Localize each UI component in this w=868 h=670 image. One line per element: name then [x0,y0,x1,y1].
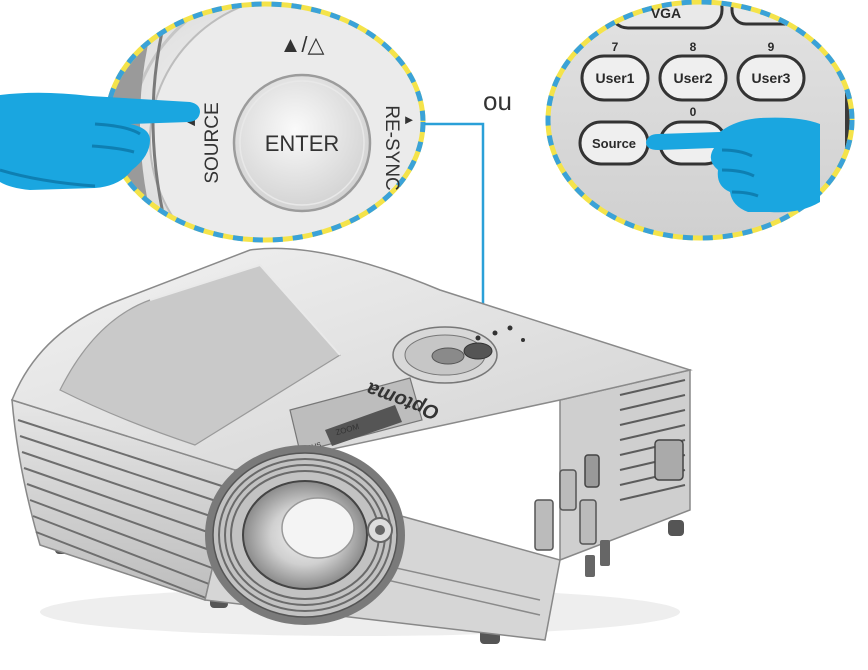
key-7-number: 7 [612,40,619,54]
user3-label: User3 [752,70,791,86]
user2-label: User2 [674,70,713,86]
key-8-number: 8 [690,40,697,54]
remote-zoom-circle: VGA 7 8 9 User1 User2 User3 0 Source [545,0,855,241]
leader-line [424,122,485,356]
front-vent [17,419,229,599]
vga-key-label: VGA [651,5,681,21]
projector-source-key[interactable] [463,342,493,360]
io-ports [534,439,684,577]
key-0-number: 0 [690,105,697,119]
pointing-hand-icon [0,92,200,190]
projector-keypad [392,325,525,384]
or-label: ou [483,86,512,116]
source-key-label[interactable]: SOURCE [202,102,223,183]
pointing-hand-icon [646,117,820,213]
enter-label: ENTER [265,131,340,156]
user1-key[interactable] [580,54,650,102]
user3-key[interactable] [736,54,806,102]
projector: ZOOM FOCUS Optoma [11,247,693,644]
right-arrow-icon: ► [403,112,416,127]
up-button-symbol[interactable]: ▲/△ [280,32,325,57]
lens [205,445,405,625]
remote-source-label: Source [592,136,636,151]
user1-label: User1 [596,70,635,86]
keypad-zoom-circle: ▲/△ ENTER SOURCE RE-SYNC ◄ ► [0,1,426,243]
enter-button[interactable] [232,73,372,213]
resync-key-label[interactable]: RE-SYNC [381,105,402,191]
key-9-number: 9 [768,40,775,54]
user2-key[interactable] [658,54,728,102]
